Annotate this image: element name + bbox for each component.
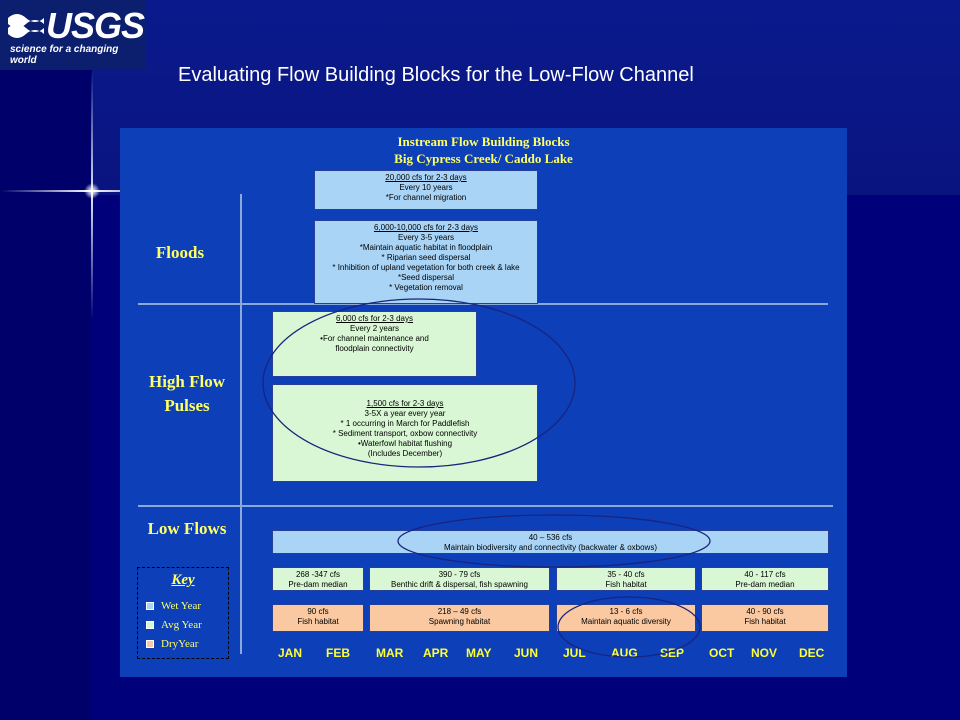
light-flare-horizontal bbox=[0, 190, 200, 192]
avg-year-block-oct-dec: 40 - 117 cfs Pre-dam median bbox=[701, 567, 829, 591]
legend-swatch-dry bbox=[146, 640, 154, 649]
oval-aug-dry-block bbox=[557, 596, 701, 658]
usgs-logo: USGS science for a changing world bbox=[0, 0, 146, 70]
legend-label-wet: Wet Year bbox=[161, 600, 202, 612]
avg-block-4-purpose: Pre-dam median bbox=[735, 580, 795, 589]
diagram-panel: Instream Flow Building Blocks Big Cypres… bbox=[120, 128, 847, 677]
pulse-block-1500-purpose-3: •Waterfowl habitat flushing bbox=[357, 439, 453, 448]
month-jun: JUN bbox=[514, 646, 539, 660]
avg-block-3-range: 35 - 40 cfs bbox=[607, 570, 645, 579]
pulse-block-1500-purpose-1: * 1 occurring in March for Paddlefish bbox=[340, 419, 470, 428]
flood-block-20000-frequency: Every 10 years bbox=[399, 183, 453, 192]
flood-block-purpose-1: *Maintain aquatic habitat in floodplain bbox=[359, 243, 493, 252]
dry-block-3-purpose: Maintain aquatic diversity bbox=[581, 617, 671, 626]
legend-item-wet: Wet Year bbox=[146, 600, 201, 612]
legend-key: Key Wet Year Avg Year DryYear bbox=[137, 567, 229, 659]
month-nov: NOV bbox=[751, 646, 778, 660]
slide-title: Evaluating Flow Building Blocks for the … bbox=[178, 64, 694, 86]
category-floods: Floods bbox=[155, 243, 205, 262]
flood-block-20000: 20,000 cfs for 2-3 days Every 10 years *… bbox=[314, 170, 538, 210]
category-high-flow-line2: Pulses bbox=[164, 396, 210, 415]
pulse-block-1500-purpose-2: * Sediment transport, oxbow connectivity bbox=[332, 429, 478, 438]
pulse-block-6000-frequency: Every 2 years bbox=[350, 324, 399, 333]
logo-name: USGS bbox=[46, 5, 145, 46]
panel-title-line1: Instream Flow Building Blocks bbox=[397, 134, 570, 149]
light-flare-center bbox=[84, 183, 100, 199]
pulse-block-1500-frequency: 3-5X a year every year bbox=[364, 409, 446, 418]
legend-swatch-avg bbox=[146, 621, 154, 630]
logo-tagline: science for a changing world bbox=[10, 44, 119, 66]
dry-block-2-range: 218 – 49 cfs bbox=[437, 607, 482, 616]
divider-pulses-lowflows bbox=[138, 505, 833, 507]
avg-year-block-jan-feb: 268 -347 cfs Pre-dam median bbox=[272, 567, 364, 591]
pulse-block-1500-purpose-4: (Includes December) bbox=[367, 449, 443, 458]
legend-title: Key bbox=[171, 572, 195, 588]
month-sep: SEP bbox=[660, 646, 685, 660]
month-dec: DEC bbox=[799, 646, 825, 660]
month-feb: FEB bbox=[326, 646, 350, 660]
legend-item-avg: Avg Year bbox=[146, 619, 202, 631]
avg-block-2-range: 390 - 79 cfs bbox=[438, 570, 481, 579]
low-flow-wet-range: 40 – 536 cfs bbox=[528, 533, 573, 542]
background-left-strip bbox=[0, 0, 92, 720]
flood-block-6000-10000-flow: 6,000-10,000 cfs for 2-3 days bbox=[373, 223, 479, 232]
pulse-block-6000-purpose-1: •For channel maintenance and bbox=[320, 334, 429, 343]
month-oct: OCT bbox=[709, 646, 735, 660]
dry-year-block-jan-feb: 90 cfs Fish habitat bbox=[272, 604, 364, 632]
oval-low-flow-bar bbox=[397, 514, 711, 568]
legend-swatch-wet bbox=[146, 602, 154, 611]
pulse-block-6000-purpose-2: floodplain connectivity bbox=[335, 344, 414, 353]
category-low-flows: Low Flows bbox=[147, 519, 227, 538]
pulse-block-1500: 1,500 cfs for 2-3 days 3-5X a year every… bbox=[272, 384, 538, 482]
avg-block-1-range: 268 -347 cfs bbox=[295, 570, 341, 579]
usgs-wave-icon bbox=[8, 14, 44, 38]
panel-title-line2: Big Cypress Creek/ Caddo Lake bbox=[394, 151, 573, 166]
avg-block-3-purpose: Fish habitat bbox=[605, 580, 647, 589]
avg-year-block-jul-sep: 35 - 40 cfs Fish habitat bbox=[556, 567, 696, 591]
avg-block-4-range: 40 - 117 cfs bbox=[744, 570, 786, 579]
category-high-flow-line1: High Flow bbox=[148, 372, 226, 391]
flood-block-purpose-4: *Seed dispersal bbox=[397, 273, 455, 282]
avg-block-1-purpose: Pre-dam median bbox=[288, 580, 348, 589]
pulse-block-1500-flow: 1,500 cfs for 2-3 days bbox=[366, 399, 444, 408]
oval-high-flow-pulses bbox=[262, 298, 576, 468]
flood-block-6000-10000-frequency: Every 3-5 years bbox=[397, 233, 455, 242]
dry-block-1-range: 90 cfs bbox=[307, 607, 329, 616]
month-mar: MAR bbox=[376, 646, 404, 660]
legend-item-dry: DryYear bbox=[146, 638, 198, 650]
month-jul: JUL bbox=[563, 646, 586, 660]
flood-block-purpose-3: * Inhibition of upland vegetation for bo… bbox=[332, 263, 520, 272]
dry-block-4-range: 40 - 90 cfs bbox=[746, 607, 784, 616]
dry-block-4-purpose: Fish habitat bbox=[744, 617, 786, 626]
axis-vertical-divider bbox=[240, 194, 242, 654]
dry-block-3-range: 13 - 6 cfs bbox=[609, 607, 643, 616]
avg-block-2-purpose: Benthic drift & dispersal, fish spawning bbox=[391, 580, 528, 589]
flood-block-6000-10000: 6,000-10,000 cfs for 2-3 days Every 3-5 … bbox=[314, 220, 538, 304]
emphasis-ovals bbox=[262, 298, 711, 658]
legend-label-avg: Avg Year bbox=[161, 619, 202, 631]
pulse-block-6000-flow: 6,000 cfs for 2-3 days bbox=[336, 314, 413, 323]
flood-block-purpose-5: * Vegetation removal bbox=[389, 283, 463, 292]
low-flow-wet-year-bar: 40 – 536 cfs Maintain biodiversity and c… bbox=[272, 530, 829, 554]
avg-year-block-mar-jun: 390 - 79 cfs Benthic drift & dispersal, … bbox=[369, 567, 550, 591]
dry-year-block-mar-jun: 218 – 49 cfs Spawning habitat bbox=[369, 604, 550, 632]
month-may: MAY bbox=[466, 646, 492, 660]
low-flow-wet-purpose: Maintain biodiversity and connectivity (… bbox=[444, 543, 657, 552]
pulse-block-6000: 6,000 cfs for 2-3 days Every 2 years •Fo… bbox=[272, 311, 477, 377]
flood-block-20000-flow: 20,000 cfs for 2-3 days bbox=[385, 173, 467, 182]
flood-block-20000-purpose: *For channel migration bbox=[385, 193, 467, 202]
dry-block-2-purpose: Spawning habitat bbox=[428, 617, 491, 626]
month-apr: APR bbox=[423, 646, 449, 660]
month-jan: JAN bbox=[278, 646, 303, 660]
divider-floods-pulses bbox=[138, 303, 828, 305]
dry-block-1-purpose: Fish habitat bbox=[297, 617, 339, 626]
dry-year-block-jul-sep: 13 - 6 cfs Maintain aquatic diversity bbox=[556, 604, 696, 632]
legend-label-dry: DryYear bbox=[161, 638, 199, 650]
flood-block-purpose-2: * Riparian seed dispersal bbox=[381, 253, 471, 262]
dry-year-block-oct-dec: 40 - 90 cfs Fish habitat bbox=[701, 604, 829, 632]
